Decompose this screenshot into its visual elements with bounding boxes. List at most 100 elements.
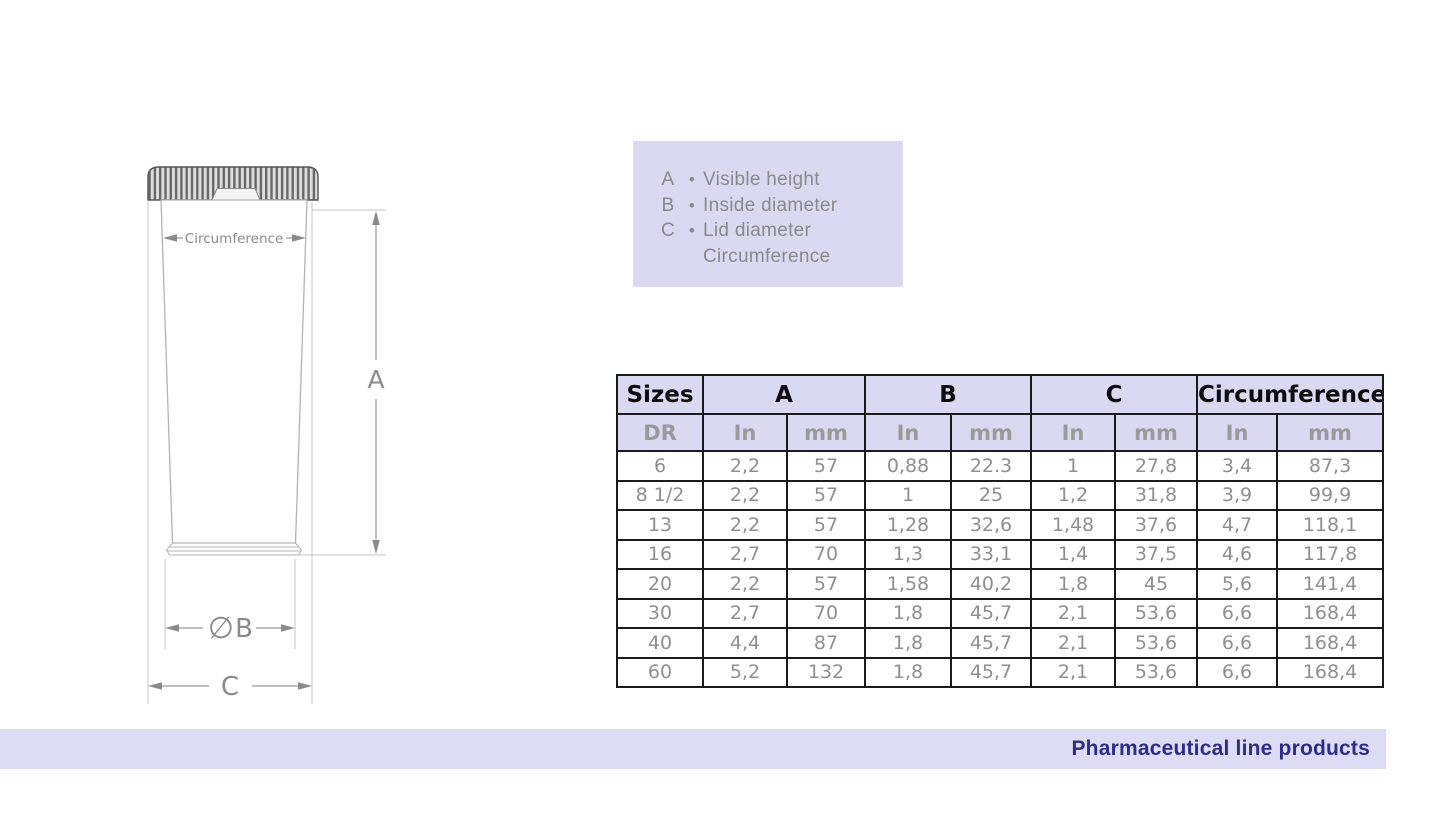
table-cell: 99,9 — [1276, 479, 1385, 511]
table-cell: 8 1/2 — [616, 479, 704, 511]
vial-base — [165, 542, 303, 556]
table-cell: 2,2 — [702, 509, 788, 541]
unit-header-mm: mm — [950, 413, 1032, 452]
col-header-a: A — [702, 374, 866, 415]
table-cell: 2,7 — [702, 538, 788, 570]
table-cell: 2,2 — [702, 568, 788, 600]
legend-letter: C — [660, 220, 676, 241]
table-cell: 57 — [786, 479, 866, 511]
legend-box: A • Visible height B • Inside diameter C… — [633, 141, 903, 287]
vial-technical-drawing: Circumference A ∅ B — [147, 166, 386, 704]
table-cell: 30 — [616, 597, 704, 629]
unit-header-dr: DR — [616, 413, 704, 452]
legend-item-c: C • Lid diameter — [655, 218, 903, 244]
table-cell: 3,4 — [1196, 450, 1279, 482]
table-cell: 37,6 — [1113, 509, 1199, 541]
table-cell: 87,3 — [1276, 450, 1385, 482]
table-cell: 168,4 — [1276, 597, 1385, 629]
table-cell: 40,2 — [950, 568, 1032, 600]
table-cell: 1,48 — [1030, 509, 1116, 541]
vial-body — [160, 199, 308, 544]
table-cell: 33,1 — [950, 538, 1032, 570]
col-header-c: C — [1029, 374, 1199, 415]
table-cell: 4,7 — [1196, 509, 1279, 541]
legend-text: Lid diameter — [703, 220, 812, 241]
unit-header-in: In — [1030, 413, 1116, 452]
vial-cap-tab — [211, 188, 261, 201]
bullet-icon: • — [688, 221, 696, 240]
table-cell: 6,6 — [1196, 597, 1279, 629]
dim-b: ∅ B — [164, 559, 296, 649]
table-unit-header-row: DR In mm In mm In mm In mm — [616, 413, 1385, 452]
dim-a: A — [298, 209, 386, 556]
table-cell: 87 — [786, 627, 866, 659]
table-cell: 1,4 — [1030, 538, 1116, 570]
legend-text: Visible height — [703, 169, 820, 190]
table-cell: 20 — [616, 568, 704, 600]
table-cell: 1 — [864, 479, 952, 511]
bullet-icon: • — [688, 195, 696, 215]
table-cell: 70 — [786, 538, 866, 570]
unit-header-mm: mm — [786, 413, 866, 452]
table-cell: 6,6 — [1196, 656, 1279, 688]
table-cell: 1,8 — [1030, 568, 1116, 600]
table-cell: 5,6 — [1196, 568, 1279, 600]
table-cell: 40 — [616, 627, 704, 659]
table-cell: 45,7 — [950, 597, 1032, 629]
table-cell: 1,8 — [864, 597, 952, 629]
table-cell: 31,8 — [1113, 479, 1199, 511]
table-cell: 1,2 — [1030, 479, 1116, 511]
a-dim-label: A — [367, 365, 384, 394]
table-cell: 37,5 — [1113, 538, 1199, 570]
bullet-icon: • — [688, 170, 696, 189]
table-cell: 2,1 — [1030, 597, 1116, 629]
unit-header-in: In — [864, 413, 952, 452]
table-cell: 53,6 — [1113, 597, 1199, 629]
dim-circumference: Circumference — [163, 231, 306, 247]
b-dim-diameter-symbol: ∅ — [208, 611, 234, 646]
legend-letter: A — [661, 169, 675, 190]
table-cell: 0,88 — [864, 450, 952, 482]
vial-cap — [147, 166, 319, 201]
table-cell: 57 — [786, 450, 866, 482]
table-cell: 2,1 — [1030, 627, 1116, 659]
b-dim-label: B — [235, 614, 253, 644]
legend-item-circumference: Circumference — [655, 244, 903, 270]
legend-item-a: A • Visible height — [655, 167, 903, 193]
table-cell: 4,4 — [702, 627, 788, 659]
table-cell: 168,4 — [1276, 656, 1385, 688]
table-cell: 5,2 — [702, 656, 788, 688]
table-cell: 57 — [786, 509, 866, 541]
dim-c-extension-lines — [147, 202, 313, 704]
table-cell: 6 — [616, 450, 704, 482]
unit-header-in: In — [702, 413, 788, 452]
table-cell: 13 — [616, 509, 704, 541]
table-cell: 1,58 — [864, 568, 952, 600]
footer-bar: Pharmaceutical line products — [0, 729, 1386, 769]
spec-table: Sizes A B C Circumference DR In mm In mm… — [616, 374, 1385, 688]
table-cell: 53,6 — [1113, 627, 1199, 659]
table-cell: 1,8 — [864, 627, 952, 659]
table-cell: 45 — [1113, 568, 1199, 600]
table-cell: 53,6 — [1113, 656, 1199, 688]
table-cell: 3,9 — [1196, 479, 1279, 511]
table-cell: 6,6 — [1196, 627, 1279, 659]
table-cell: 25 — [950, 479, 1032, 511]
legend-text: Inside diameter — [703, 194, 838, 216]
unit-header-in: In — [1196, 413, 1279, 452]
table-cell: 141,4 — [1276, 568, 1385, 600]
table-cell: 118,1 — [1276, 509, 1385, 541]
unit-header-mm: mm — [1113, 413, 1199, 452]
circumference-dim-label: Circumference — [185, 231, 283, 247]
legend-letter: B — [661, 194, 675, 216]
